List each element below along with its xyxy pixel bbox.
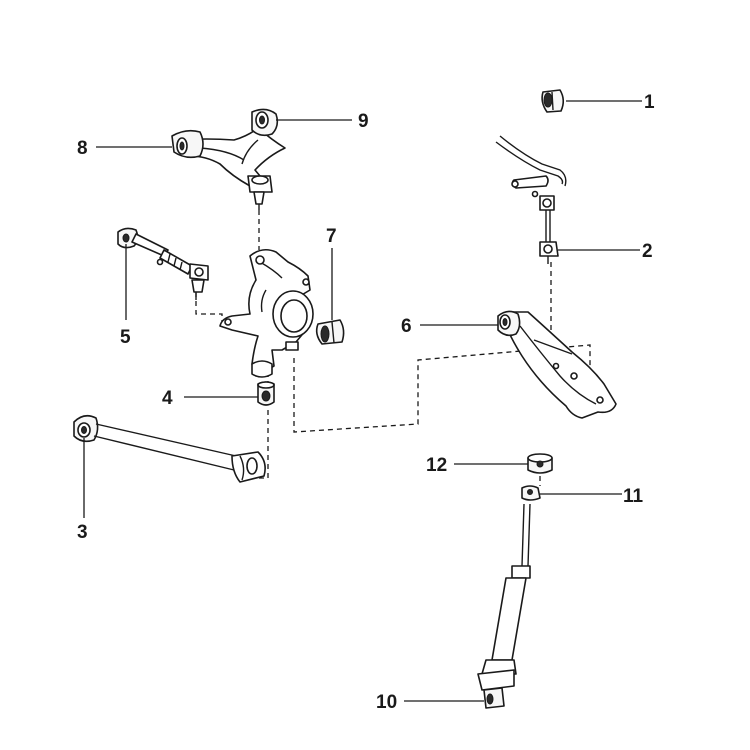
part-3-lower-control-arm	[73, 414, 266, 483]
label-part-7: 7	[326, 226, 337, 247]
label-part-9: 9	[358, 111, 369, 132]
label-part-4: 4	[162, 388, 173, 409]
label-part-6: 6	[401, 316, 412, 337]
part-5-toe-control-rod	[117, 227, 209, 300]
leader-lines	[83, 100, 642, 702]
part-7-knuckle-bushing	[315, 319, 345, 345]
part-2-stabilizer-link	[495, 135, 567, 264]
part-11-shock-nut-cushion	[521, 485, 541, 501]
label-part-3: 3	[77, 522, 88, 543]
label-part-8: 8	[77, 138, 88, 159]
part-6-lower-suspension-arm	[497, 310, 617, 419]
rear-axle-carrier-knuckle	[219, 248, 314, 378]
part-10-shock-absorber	[477, 503, 531, 709]
label-part-1: 1	[644, 92, 655, 113]
part-12-shock-upper-support	[527, 453, 553, 474]
label-part-2: 2	[642, 241, 653, 262]
part-4-bushing	[257, 381, 275, 406]
label-part-11: 11	[623, 486, 644, 507]
part-number-labels: 1 2 3 4 5 6 7 8 9 10 11 12	[77, 92, 655, 713]
part-8-9-upper-control-arm	[171, 108, 286, 210]
label-part-5: 5	[120, 327, 131, 348]
part-1-stabilizer-bushing	[541, 89, 565, 113]
label-part-12: 12	[426, 455, 447, 476]
label-part-10: 10	[376, 692, 397, 713]
